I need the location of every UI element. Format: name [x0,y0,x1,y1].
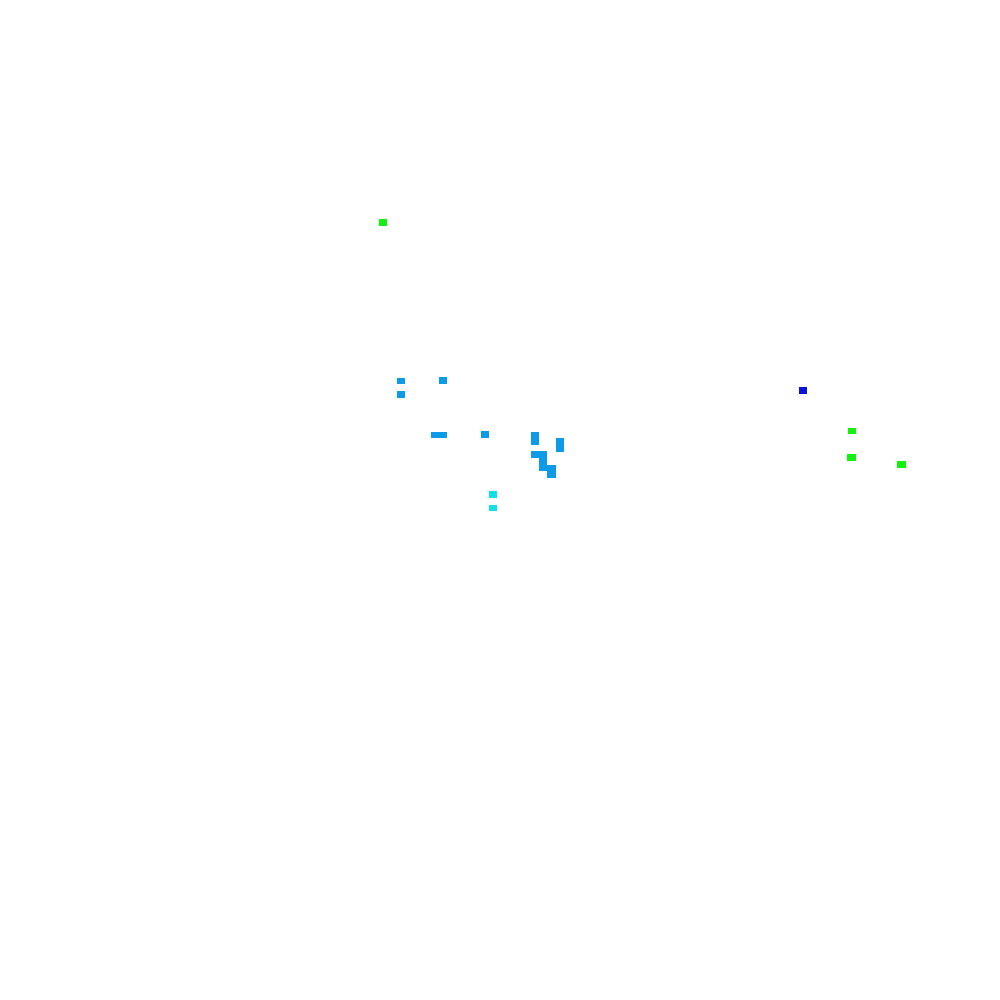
green-cell [847,454,856,461]
light-blue-cell [531,451,547,458]
cyan-cell [489,505,497,511]
light-blue-cell [439,377,447,384]
green-cell [897,461,906,468]
light-blue-cell [431,432,447,438]
light-blue-cell [397,378,405,384]
light-blue-cell [397,391,405,398]
light-blue-cell [481,431,489,438]
cyan-cell [489,491,497,498]
dark-blue-cell [799,387,807,394]
green-cell [848,428,856,434]
light-blue-cell [547,465,556,478]
light-blue-cell [556,438,564,452]
light-blue-cell [531,432,539,445]
light-blue-cell [539,457,547,471]
green-cell [379,219,387,226]
